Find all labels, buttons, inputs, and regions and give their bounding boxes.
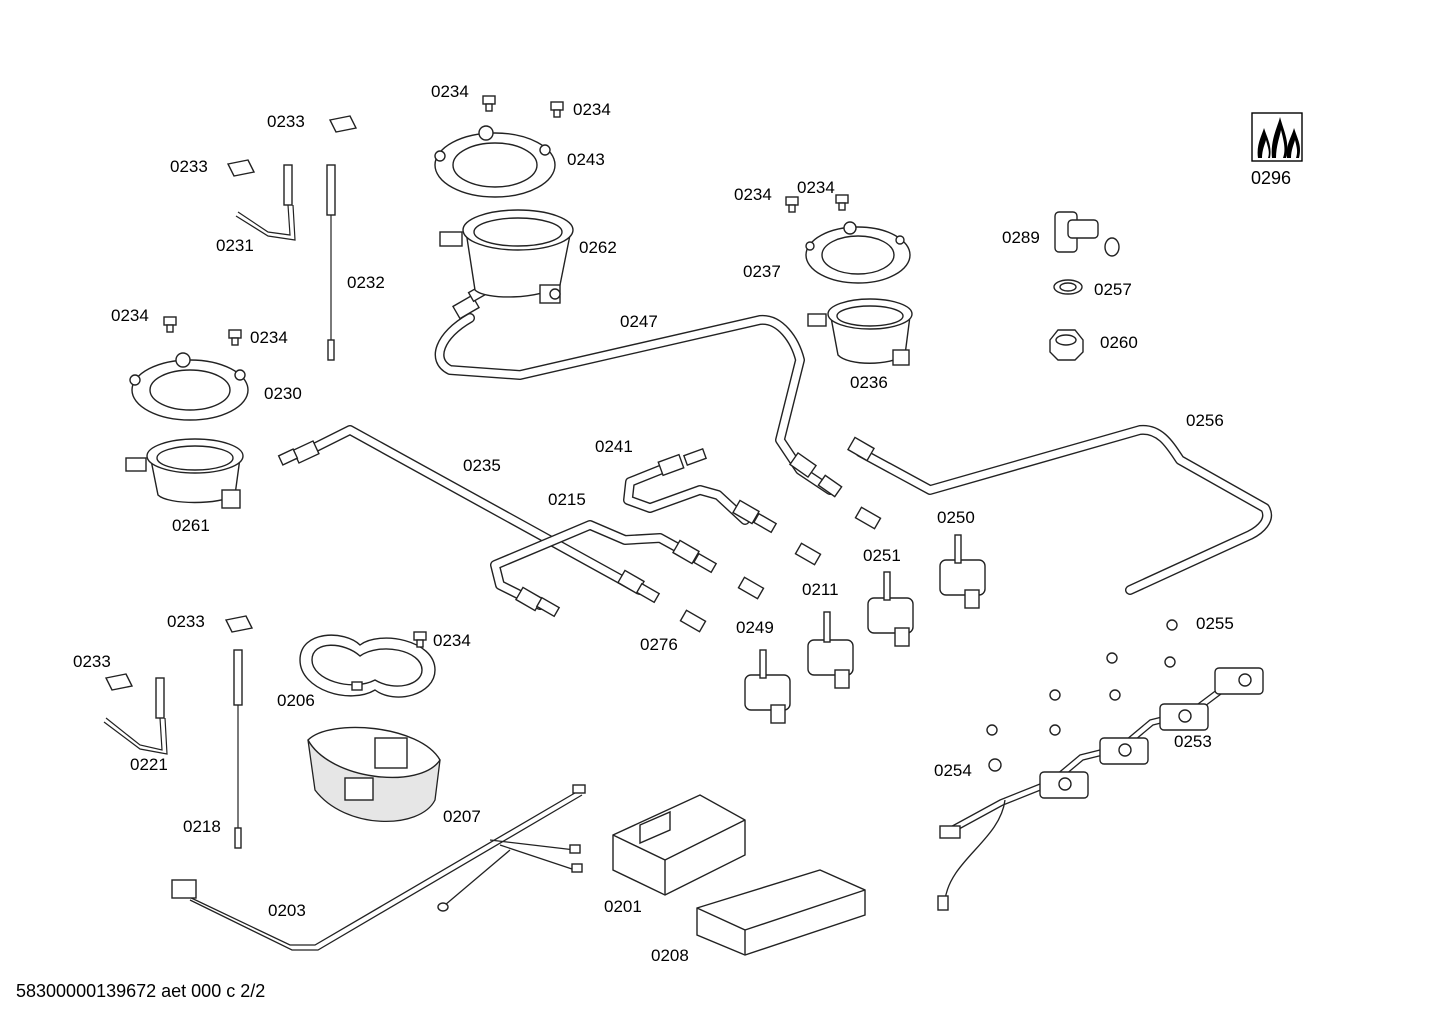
label-0208: 0208 [651, 946, 689, 965]
label-0234: 0234 [734, 185, 772, 204]
gasket-0206 [299, 634, 436, 698]
label-0234: 0234 [431, 82, 469, 101]
electrode-0218 [233, 649, 243, 849]
valve-0249 [744, 649, 791, 724]
label-0241: 0241 [595, 437, 633, 456]
elbow-0289 [1054, 211, 1120, 257]
nut-0260 [1049, 329, 1084, 361]
burner-0262 [439, 209, 574, 304]
label-0262: 0262 [579, 238, 617, 257]
label-0261: 0261 [172, 516, 210, 535]
gasket-0230 [129, 352, 249, 421]
screws-0234 [163, 95, 849, 648]
rings-0254-0255 [986, 619, 1178, 772]
label-0233: 0233 [73, 652, 111, 671]
label-0260: 0260 [1100, 333, 1138, 352]
gas-flame-icon [1251, 112, 1303, 162]
label-0234: 0234 [250, 328, 288, 347]
pipe-0215 [490, 520, 705, 610]
burner-0207 [307, 726, 441, 823]
bracket-0208 [696, 869, 866, 956]
label-0211: 0211 [802, 580, 839, 599]
label-0250: 0250 [937, 508, 975, 527]
label-0218: 0218 [183, 817, 221, 836]
label-0255: 0255 [1196, 614, 1234, 633]
label-0234: 0234 [573, 100, 611, 119]
thermocouple-0221 [103, 677, 168, 755]
label-0243: 0243 [567, 150, 605, 169]
label-0233: 0233 [267, 112, 305, 131]
pipe-0235 [295, 425, 645, 595]
label-0221: 0221 [130, 755, 168, 774]
switch-harness-0253 [937, 667, 1264, 911]
gasket-0243 [434, 125, 556, 198]
label-0247: 0247 [620, 312, 658, 331]
gasket-0237 [805, 221, 911, 284]
burner-0261 [125, 438, 244, 509]
label-0234: 0234 [433, 631, 471, 650]
thermocouple-0231 [235, 164, 296, 241]
label-0254: 0254 [934, 761, 972, 780]
valve-0251-body [867, 571, 914, 647]
label-0253: 0253 [1174, 732, 1212, 751]
label-0233: 0233 [167, 612, 205, 631]
label-0296: 0296 [1251, 168, 1292, 188]
label-0249: 0249 [736, 618, 774, 637]
document-code: 58300000139672 aet 000 c 2/2 [16, 981, 266, 1001]
label-0257: 0257 [1094, 280, 1132, 299]
label-0231: 0231 [216, 236, 254, 255]
label-0234: 0234 [797, 178, 835, 197]
valve-0211 [807, 611, 854, 689]
pipe-0241 [623, 465, 750, 525]
burner-0236 [807, 298, 913, 366]
label-0201: 0201 [604, 897, 642, 916]
label-0251: 0251 [863, 546, 901, 565]
pipe-fittings [277, 283, 875, 618]
electrode-0232 [326, 164, 336, 361]
wiring-harness-0203 [171, 784, 586, 951]
label-0233: 0233 [170, 157, 208, 176]
clips-0233 [104, 115, 358, 691]
pipe-0247 [434, 313, 835, 495]
label-0230: 0230 [264, 384, 302, 403]
label-0215: 0215 [548, 490, 586, 509]
label-0203: 0203 [268, 901, 306, 920]
label-0256: 0256 [1186, 411, 1224, 430]
valve-0250 [939, 534, 986, 609]
washer-0257 [1053, 279, 1083, 295]
label-0276: 0276 [640, 635, 678, 654]
pipe-0256 [855, 424, 1273, 595]
label-0236: 0236 [850, 373, 888, 392]
label-0232: 0232 [347, 273, 385, 292]
label-0206: 0206 [277, 691, 315, 710]
ignition-module-0201 [612, 794, 746, 896]
injectors [679, 506, 882, 633]
label-0289: 0289 [1002, 228, 1040, 247]
label-0207: 0207 [443, 807, 481, 826]
label-0235: 0235 [463, 456, 501, 475]
label-0237: 0237 [743, 262, 781, 281]
label-0234: 0234 [111, 306, 149, 325]
